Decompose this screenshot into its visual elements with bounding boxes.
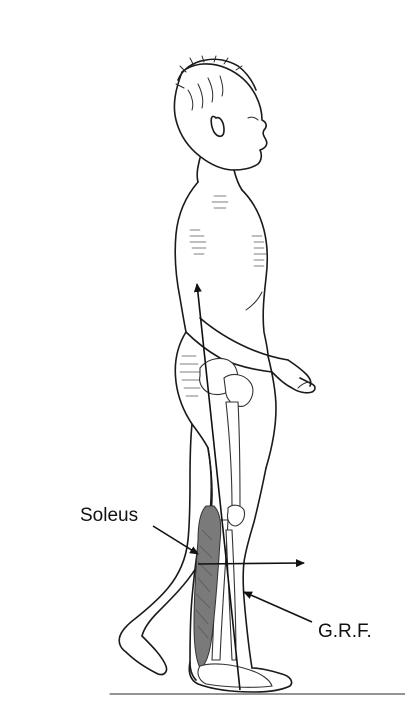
stance-leg — [189, 402, 291, 692]
ear-icon — [211, 116, 224, 136]
femur-bone — [226, 402, 240, 508]
horizontal-force-arrow — [198, 563, 304, 564]
knee-joint — [227, 505, 244, 526]
soleus-leader-arrow — [153, 526, 198, 554]
grf-leader-arrow — [244, 592, 312, 622]
child-head — [174, 56, 266, 190]
child-torso — [175, 182, 268, 356]
foot-bones — [198, 664, 272, 687]
grf-label: G.R.F. — [318, 621, 372, 642]
soleus-label: Soleus — [80, 505, 138, 526]
